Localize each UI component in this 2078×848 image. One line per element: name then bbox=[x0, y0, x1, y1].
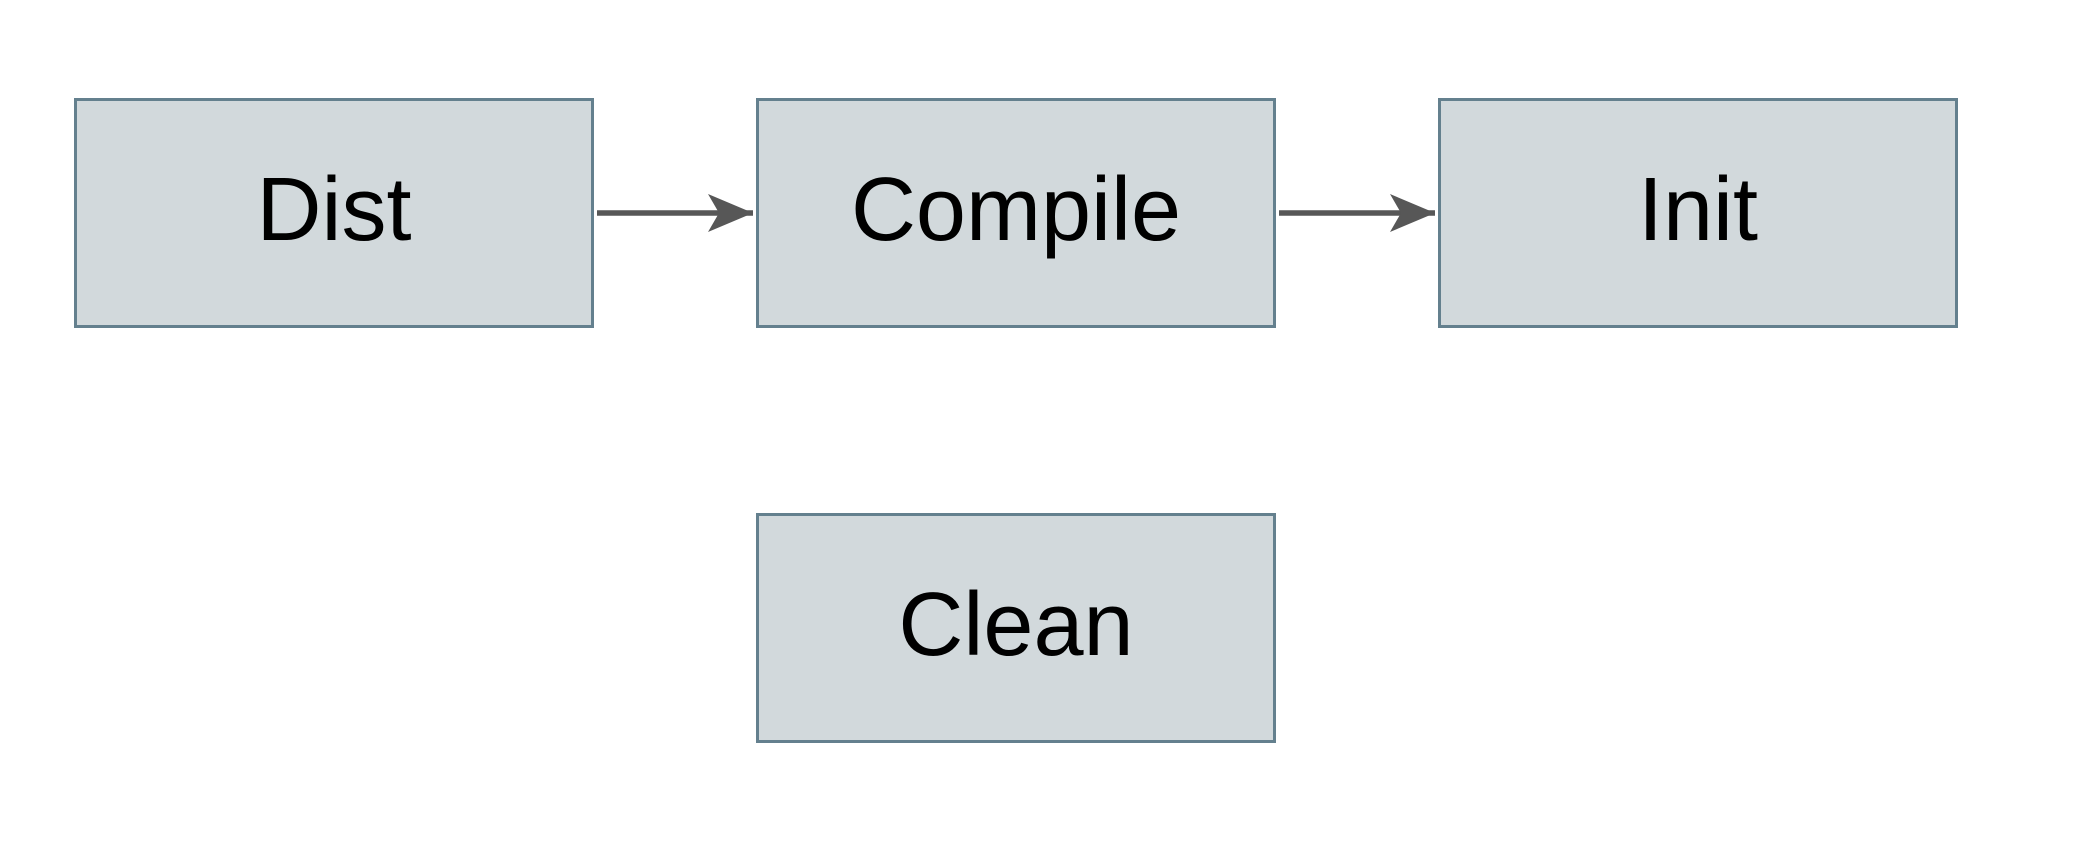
node-init: Init bbox=[1438, 98, 1958, 328]
node-compile-label: Compile bbox=[850, 160, 1182, 260]
node-init-label: Init bbox=[1637, 160, 1759, 260]
node-compile: Compile bbox=[756, 98, 1276, 328]
node-clean: Clean bbox=[756, 513, 1276, 743]
node-clean-label: Clean bbox=[898, 575, 1134, 675]
node-dist: Dist bbox=[74, 98, 594, 328]
node-dist-label: Dist bbox=[256, 160, 412, 260]
